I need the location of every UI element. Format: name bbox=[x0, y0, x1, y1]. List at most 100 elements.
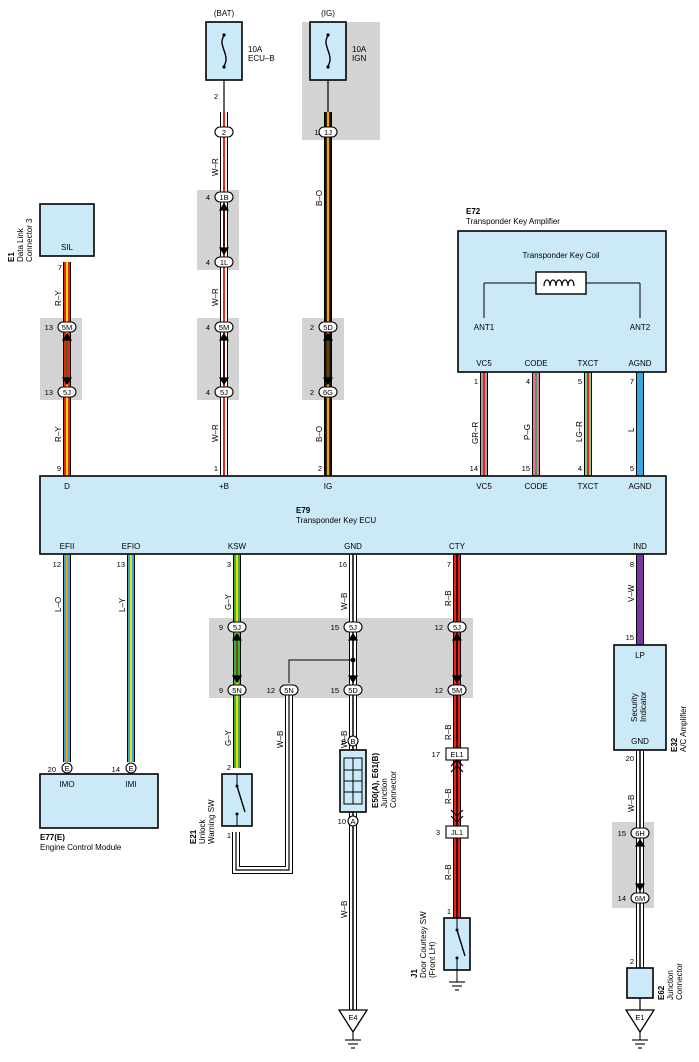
connector-5j-icon bbox=[57, 386, 77, 398]
conn-label: 1J bbox=[324, 128, 332, 137]
e50-name-2: Connector bbox=[389, 771, 398, 808]
connector-a-icon bbox=[347, 815, 359, 827]
wire-label: R–Y bbox=[54, 290, 63, 306]
ground-icon bbox=[632, 1032, 648, 1049]
conn-label: 5M bbox=[62, 323, 72, 332]
e21-name-2: Warning SW bbox=[207, 799, 216, 844]
wire-label: W–B bbox=[340, 901, 349, 918]
pin-label: 12 bbox=[435, 623, 443, 632]
connector-5m-icon bbox=[57, 321, 77, 333]
e77-name: Engine Control Module bbox=[40, 843, 122, 852]
wire-label: P–G bbox=[523, 424, 532, 440]
wire-label: R–B bbox=[444, 724, 453, 740]
wire-label: W–R bbox=[211, 158, 220, 176]
ig-label: (IG) bbox=[321, 9, 335, 18]
transponder-amp-box bbox=[457, 230, 667, 373]
pin-label: 13 bbox=[117, 560, 125, 569]
terminal-sil: SIL bbox=[61, 243, 74, 252]
j1-name-1: Door Courtesy SW bbox=[419, 911, 428, 978]
connector-6m-icon bbox=[630, 892, 650, 904]
pin-label: 14 bbox=[112, 765, 120, 774]
amp-terminal-code: CODE bbox=[524, 359, 547, 368]
pin-label: 1 bbox=[474, 377, 478, 386]
ig-fuse-name: IGN bbox=[352, 54, 366, 63]
wire-label: W–R bbox=[211, 424, 220, 442]
conn-label: 6H bbox=[635, 829, 645, 838]
connector-1b-icon bbox=[214, 191, 234, 203]
conn-label: E bbox=[64, 764, 69, 773]
wire-label: W–B bbox=[627, 795, 636, 812]
e50-name-1: Junction bbox=[380, 778, 389, 808]
amp-ant1: ANT1 bbox=[474, 323, 495, 332]
ground-e4-icon bbox=[337, 1009, 369, 1034]
pin-label: 9 bbox=[57, 464, 61, 473]
pin-label: 2 bbox=[214, 92, 218, 101]
wire-label: W–B bbox=[340, 593, 349, 610]
switch-icon bbox=[456, 929, 466, 957]
ecu-terminal-cty: CTY bbox=[449, 542, 466, 551]
pin-label: 13 bbox=[45, 323, 53, 332]
pin-label: 2 bbox=[310, 323, 314, 332]
wire-label: W–B bbox=[340, 731, 349, 748]
pin-label: 7 bbox=[630, 377, 634, 386]
e1-name-2: Connector 3 bbox=[25, 218, 34, 262]
conn-label: B bbox=[350, 737, 355, 746]
pin-label: 7 bbox=[447, 560, 451, 569]
wire-label: B–O bbox=[315, 190, 324, 206]
conn-label: 5J bbox=[349, 623, 357, 632]
e77-code: E77(E) bbox=[40, 833, 65, 842]
pin-label: 5 bbox=[630, 464, 634, 473]
e21-name-1: Unlock bbox=[198, 819, 207, 844]
transponder-key-ecu-box bbox=[39, 475, 667, 555]
pin-label: 2 bbox=[630, 957, 634, 966]
connector-6g-icon bbox=[318, 386, 338, 398]
engine-control-module-box bbox=[39, 773, 159, 829]
e62-junction-connector-box bbox=[626, 967, 654, 999]
pin-label: 12 bbox=[267, 686, 275, 695]
conn-label: 5D bbox=[348, 686, 358, 695]
amp-terminal-txct: TXCT bbox=[578, 359, 599, 368]
j1-code: J1 bbox=[410, 969, 419, 978]
connector-2-icon bbox=[214, 126, 234, 138]
conn-label: 1L bbox=[220, 258, 228, 267]
pin-label: 14 bbox=[618, 894, 626, 903]
ecu-terminal-gnd: GND bbox=[344, 542, 362, 551]
pin-label: 4 bbox=[526, 377, 530, 386]
e50-code: E50(A), E61(B) bbox=[371, 753, 380, 808]
conn-label: 6G bbox=[323, 388, 333, 397]
pin-label: 17 bbox=[432, 750, 440, 759]
bat-fuse-name: ECU–B bbox=[248, 54, 275, 63]
connector-5j-icon bbox=[214, 386, 234, 398]
ecu-terminal-efii: EFII bbox=[60, 542, 75, 551]
e21-code: E21 bbox=[189, 829, 198, 844]
wire-label: LG–R bbox=[575, 421, 584, 442]
wire-label: L–Y bbox=[118, 597, 127, 612]
ecu-terminal-efio: EFIO bbox=[122, 542, 141, 551]
connector-1l-icon bbox=[214, 256, 234, 268]
wire-label: R–B bbox=[444, 788, 453, 804]
ecu-terminal-ksw: KSW bbox=[228, 542, 247, 551]
pin-label: 11 bbox=[314, 128, 322, 137]
conn-label: 5M bbox=[452, 686, 462, 695]
e79-name: Transponder Key ECU bbox=[296, 516, 376, 525]
pin-label: 15 bbox=[331, 686, 339, 695]
ecu-terminal-agnd: AGND bbox=[628, 482, 651, 491]
fuse-icon bbox=[325, 35, 331, 67]
e62-name-1: Junction bbox=[666, 970, 675, 1000]
wire-label: R–Y bbox=[54, 426, 63, 442]
wire-label: L–O bbox=[54, 597, 63, 612]
pin-label: 9 bbox=[219, 686, 223, 695]
connector-5m-icon bbox=[214, 321, 234, 333]
pin-label: 15 bbox=[618, 829, 626, 838]
j1-name-2: (Front LH) bbox=[428, 941, 437, 978]
switch-icon bbox=[236, 785, 246, 813]
coil-icon bbox=[535, 271, 587, 295]
ground-e4-label: E4 bbox=[348, 1013, 357, 1022]
ecu-terminal-vc5: VC5 bbox=[476, 482, 492, 491]
pin-label: 2 bbox=[318, 464, 322, 473]
conn-label: 5J bbox=[220, 388, 228, 397]
ecm-terminal-imo: IMO bbox=[59, 780, 74, 789]
conn-label: 5N bbox=[232, 686, 242, 695]
e72-name: Transponder Key Amplifier bbox=[466, 217, 560, 226]
pin-label: 20 bbox=[48, 765, 56, 774]
